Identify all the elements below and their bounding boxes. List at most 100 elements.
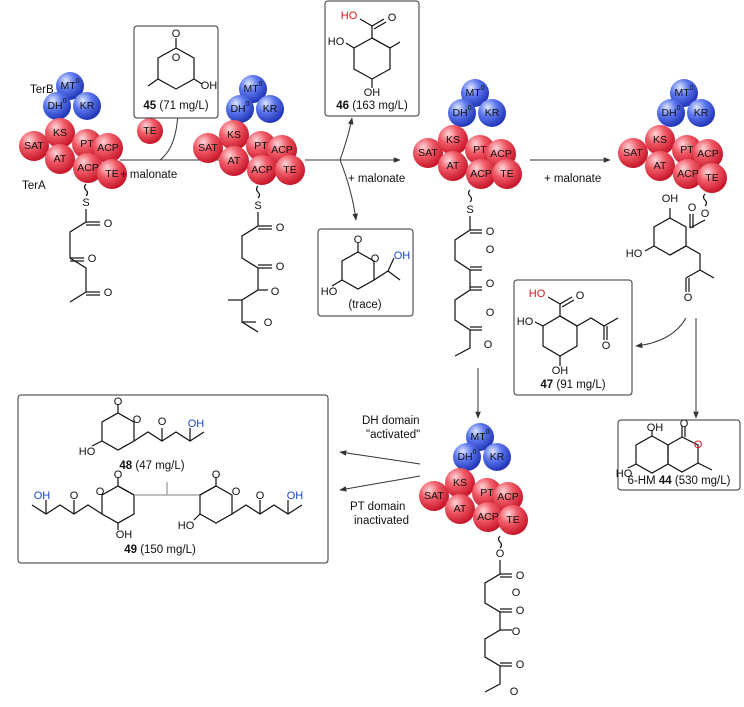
svg-text:OH: OH [647, 422, 664, 434]
thioester-s-atom: S [82, 197, 89, 209]
compound-49-caption: 49 (150 mg/L) [124, 544, 196, 556]
svg-text:O: O [104, 287, 113, 299]
svg-text:SAT: SAT [418, 147, 438, 159]
svg-text:O: O [486, 226, 495, 238]
svg-text:ACP: ACP [251, 164, 273, 176]
svg-text:O: O [680, 418, 689, 430]
at-domain-label: AT [54, 153, 67, 165]
svg-text:O: O [88, 253, 97, 265]
svg-text:HO: HO [529, 288, 546, 300]
tera-label: TerA [22, 180, 46, 192]
stage5-complex: MT0 DH0 KR SAT KS AT PT ACP ACP TE O O O… [419, 423, 528, 698]
svg-text:O: O [512, 626, 521, 638]
svg-text:O: O [576, 290, 585, 302]
svg-text:ACP: ACP [271, 144, 293, 156]
svg-text:HO: HO [616, 468, 633, 480]
svg-text:O: O [602, 340, 611, 352]
svg-text:KS: KS [453, 477, 467, 489]
svg-text:O: O [70, 490, 79, 502]
compound-44-box: OH HO O O 6-HM 44 (530 mg/L) [616, 418, 741, 491]
pyrone-ring-48 [101, 412, 135, 451]
compound-46-box: O HO HO OH 46 (163 mg/L) [324, 0, 420, 117]
svg-text:KS: KS [653, 134, 667, 146]
svg-text:O: O [114, 469, 123, 481]
svg-text:HO: HO [79, 446, 96, 458]
stage1-complex: TerB TerA MT0 DH0 KR SAT KS AT PT ACP AC… [19, 72, 127, 303]
svg-text:O: O [512, 587, 521, 599]
svg-text:AT: AT [228, 155, 241, 167]
svg-text:OH: OH [662, 193, 679, 205]
svg-text:O: O [104, 218, 113, 230]
svg-text:S: S [466, 204, 473, 216]
svg-text:O: O [516, 659, 525, 671]
svg-text:HO: HO [517, 316, 534, 328]
svg-text:DH0: DH0 [230, 101, 249, 116]
mt-domain-label: MT0 [60, 78, 79, 93]
terb-label: TerB [30, 84, 54, 96]
svg-text:DH0: DH0 [457, 449, 476, 464]
svg-text:O: O [271, 286, 280, 298]
compound-46-caption: 46 (163 mg/L) [336, 100, 408, 112]
compound-45-box: O O OH 45 (71 mg/L) [133, 25, 219, 119]
free-te-domain [137, 118, 163, 144]
svg-text:SAT: SAT [424, 490, 444, 502]
svg-text:ACP: ACP [697, 148, 719, 160]
sat-domain-label: SAT [24, 140, 44, 152]
acp-domain-label: ACP [97, 142, 119, 154]
svg-text:MT0: MT0 [674, 85, 693, 100]
stage4-complex: MT0 DH0 KR SAT KS AT PT ACP ACP TE O O O… [618, 79, 727, 304]
compound-44-caption: 6-HM 44 (530 mg/L) [628, 475, 731, 487]
svg-text:MT0: MT0 [243, 81, 262, 96]
svg-text:O: O [486, 307, 495, 319]
svg-text:AT: AT [454, 503, 467, 515]
svg-text:KR: KR [485, 107, 500, 119]
svg-text:HO: HO [341, 10, 358, 22]
svg-text:OH: OH [287, 490, 304, 502]
svg-text:O: O [264, 317, 273, 329]
svg-text:O: O [496, 548, 505, 560]
compound-48-caption: 48 (47 mg/L) [119, 460, 184, 472]
arrow-to-47 [635, 317, 687, 349]
pt-domain-label: PT [80, 138, 94, 150]
svg-text:O: O [688, 202, 697, 214]
ks-domain-label: KS [53, 127, 67, 139]
svg-text:ACP: ACP [497, 491, 519, 503]
svg-text:O: O [694, 439, 703, 451]
svg-text:HO: HO [178, 520, 195, 532]
svg-text:O: O [484, 339, 493, 351]
svg-text:DH0: DH0 [452, 105, 471, 120]
svg-text:OH: OH [201, 80, 218, 92]
svg-text:O: O [256, 490, 265, 502]
triketide-chain [69, 209, 87, 303]
trace-caption: (trace) [348, 299, 381, 311]
stage3-complex: MT0 DH0 KR SAT KS AT PT ACP ACP TE S O O… [413, 79, 522, 357]
svg-text:O: O [371, 253, 380, 265]
svg-text:TE: TE [705, 172, 718, 184]
svg-text:SAT: SAT [623, 147, 643, 159]
svg-text:O: O [388, 12, 397, 24]
svg-text:O: O [212, 469, 221, 481]
svg-text:O: O [232, 486, 241, 498]
svg-text:O: O [172, 28, 181, 40]
svg-text:HO: HO [328, 36, 345, 48]
arrow-to-49 [339, 475, 421, 492]
svg-text:O: O [510, 686, 519, 698]
malonate-label-2: + malonate [348, 173, 405, 185]
svg-text:S: S [254, 200, 261, 212]
svg-text:PT: PT [480, 487, 494, 499]
svg-text:O: O [354, 234, 363, 246]
svg-text:O: O [516, 570, 525, 582]
svg-text:OH: OH [552, 365, 569, 377]
svg-text:O: O [684, 292, 693, 304]
svg-text:TE: TE [506, 514, 519, 526]
svg-text:TE: TE [500, 168, 513, 180]
svg-text:OH: OH [188, 418, 205, 430]
svg-text:MT0: MT0 [470, 429, 489, 444]
svg-text:O: O [96, 486, 105, 498]
svg-text:SAT: SAT [198, 142, 218, 154]
compound-47-box: O HO HO O OH 47 (91 mg/L) [513, 279, 633, 396]
svg-text:OH: OH [34, 490, 51, 502]
svg-text:O: O [158, 416, 167, 428]
